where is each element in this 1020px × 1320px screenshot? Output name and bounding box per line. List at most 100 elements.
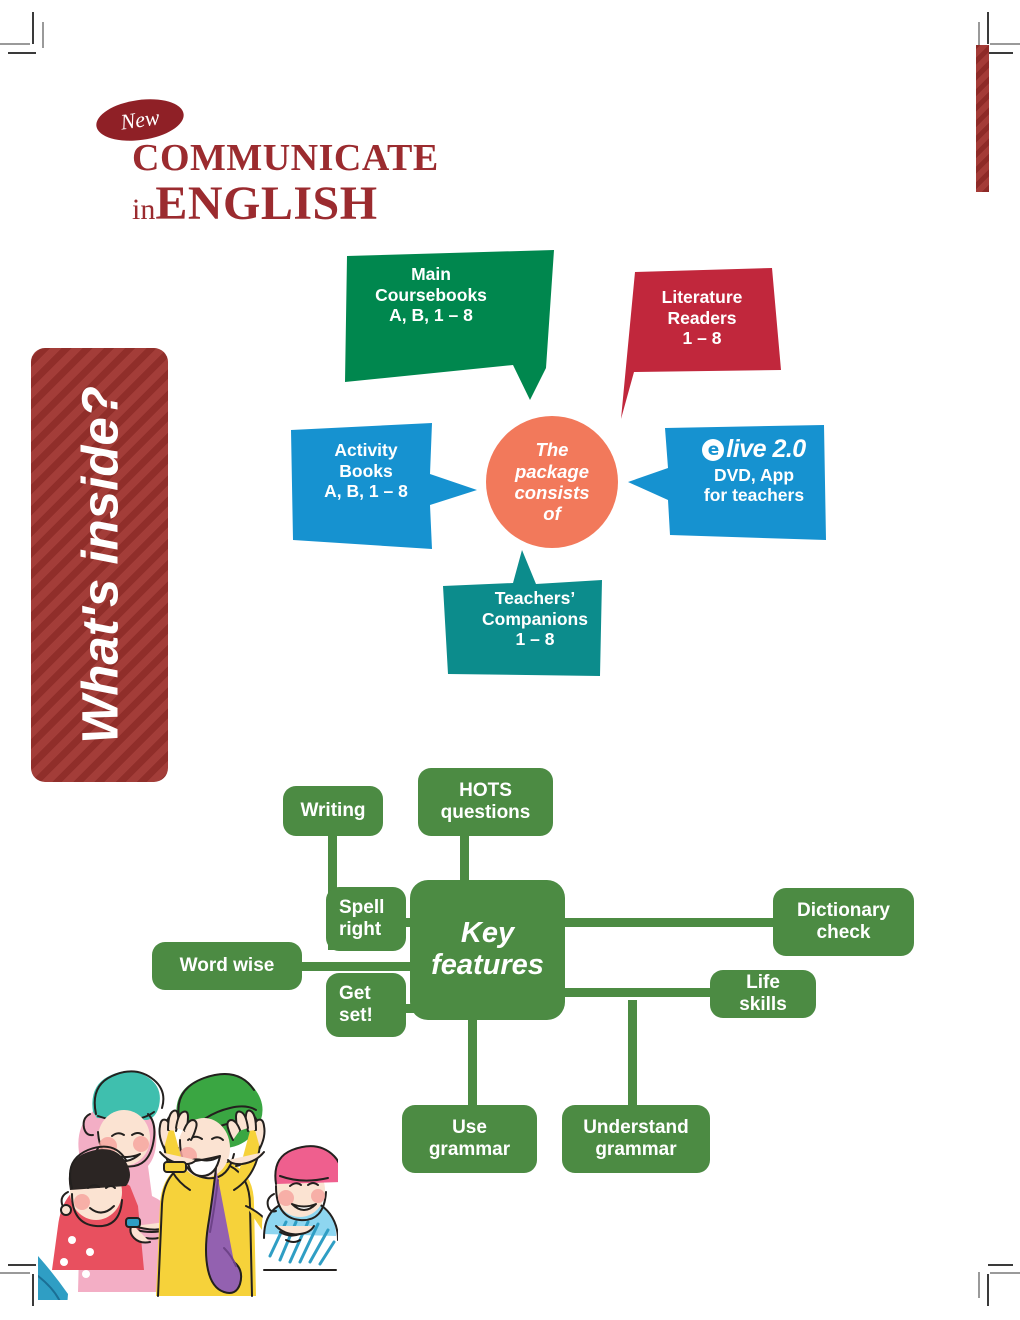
literature-readers-line-2: Readers — [667, 307, 737, 328]
logo-line-in-english: inENGLISH — [132, 176, 378, 231]
main-coursebooks-shape — [345, 250, 554, 400]
activity-books-shape — [291, 423, 477, 549]
crop-mark-br-v2 — [978, 1272, 980, 1298]
family-illustration — [32, 1040, 343, 1320]
hub-line-1: Key — [460, 917, 515, 950]
literature-readers-line-1: Literature — [661, 287, 743, 307]
feature-hots-text: HOTS questions — [441, 780, 531, 825]
whats-inside-tab: What's inside? — [31, 348, 168, 782]
get-set-line-1: Get — [339, 982, 371, 1004]
family-illustration-art — [32, 1070, 343, 1320]
main-coursebooks-label: Main Coursebooks A, B, 1 – 8 — [336, 264, 526, 326]
feature-understand-grammar[interactable]: Understand grammar — [562, 1105, 710, 1173]
key-features-hub: Key features — [410, 880, 565, 1020]
stem-life-skills — [470, 988, 730, 997]
understand-grammar-line-1: Understand — [583, 1116, 689, 1138]
stem-use-grammar — [468, 1000, 477, 1135]
life-skills-line-1: Life skills — [739, 971, 787, 1015]
crop-mark-tl-v2 — [42, 22, 44, 48]
feature-get-set[interactable]: Get set! — [326, 973, 406, 1037]
feature-life-skills-text: Life skills — [723, 972, 803, 1017]
activity-books-label: Activity Books A, B, 1 – 8 — [286, 440, 446, 502]
crop-mark-br-v — [987, 1274, 989, 1306]
crop-mark-tr-h2 — [988, 52, 1013, 54]
brand-logo: New COMMUNICATE inENGLISH — [93, 94, 439, 230]
page-edge-bar — [976, 45, 989, 192]
stem-understand-grammar — [628, 1000, 637, 1135]
feature-dictionary-check[interactable]: Dictionary check — [773, 888, 914, 956]
feature-dictionary-check-text: Dictionary check — [797, 900, 890, 945]
use-grammar-line-2: grammar — [428, 1139, 511, 1160]
teachers-companions-line-3: 1 – 8 — [515, 629, 555, 650]
writing-line-1: Writing — [300, 799, 366, 821]
crop-mark-br-h — [990, 1272, 1020, 1274]
teachers-companions-shape — [443, 550, 602, 676]
feature-spell-right[interactable]: Spell right — [326, 887, 406, 951]
main-coursebooks-line-1: Main — [411, 264, 451, 284]
package-center-text: The package consists of — [514, 439, 589, 525]
main-coursebooks-line-3: A, B, 1 – 8 — [389, 305, 473, 326]
literature-readers-label: Literature Readers 1 – 8 — [622, 287, 782, 349]
activity-books-line-3: A, B, 1 – 8 — [324, 481, 408, 502]
stem-dictionary-check — [470, 918, 800, 927]
dictionary-check-line-1: Dictionary — [797, 899, 890, 921]
feature-use-grammar-text: Use grammar — [429, 1117, 510, 1162]
logo-word-in: in — [132, 193, 156, 226]
feature-use-grammar[interactable]: Use grammar — [402, 1105, 537, 1173]
feature-get-set-text: Get set! — [339, 983, 373, 1028]
crop-mark-bl-v — [32, 1274, 34, 1306]
crop-mark-tl-h — [0, 43, 30, 45]
literature-readers-shape — [621, 268, 781, 419]
stem-writing — [328, 810, 337, 950]
feature-writing-text: Writing — [300, 800, 365, 822]
hots-line-2: questions — [440, 802, 531, 823]
crop-mark-tl-v — [32, 12, 34, 44]
stem-word-wise — [280, 962, 485, 971]
feature-life-skills[interactable]: Life skills — [710, 970, 816, 1018]
get-set-line-2: set! — [339, 1005, 373, 1026]
elive-shape — [628, 425, 826, 540]
understand-grammar-line-2: grammar — [595, 1139, 677, 1160]
center-line-2: package — [514, 460, 590, 482]
spell-right-line-2: right — [339, 919, 382, 940]
crop-mark-br-h2 — [988, 1264, 1013, 1266]
feature-writing[interactable]: Writing — [283, 786, 383, 836]
key-features-diagram: Key features Writing HOTS questions Spel… — [140, 760, 940, 1200]
crop-mark-tr-h — [990, 43, 1020, 45]
elive-line-3: for teachers — [703, 485, 805, 506]
activity-books-line-2: Books — [339, 460, 393, 481]
elive-e-icon: e — [702, 438, 725, 461]
dictionary-check-line-2: check — [816, 922, 871, 943]
logo-word-english: ENGLISH — [155, 177, 378, 230]
center-line-4: of — [543, 503, 561, 525]
center-line-1: The — [535, 439, 569, 461]
word-wise-line-1: Word wise — [179, 954, 275, 976]
main-coursebooks-line-2: Coursebooks — [375, 284, 487, 305]
feature-hots-questions[interactable]: HOTS questions — [418, 768, 553, 836]
use-grammar-line-1: Use — [452, 1116, 487, 1138]
center-line-3: consists — [514, 482, 590, 503]
teachers-companions-label: Teachers’ Companions 1 – 8 — [440, 588, 630, 650]
teachers-companions-line-1: Teachers’ — [494, 588, 576, 608]
feature-word-wise[interactable]: Word wise — [152, 942, 302, 990]
crop-mark-tr-v — [987, 12, 989, 44]
hots-line-1: HOTS — [459, 779, 512, 801]
spell-right-line-1: Spell — [339, 896, 385, 918]
elive-line-2: DVD, App — [713, 464, 795, 485]
hub-line-2: features — [431, 949, 544, 981]
literature-readers-line-3: 1 – 8 — [682, 328, 722, 349]
logo-line-communicate: COMMUNICATE — [132, 137, 439, 179]
crop-mark-bl-h2 — [8, 1264, 36, 1266]
feature-word-wise-text: Word wise — [180, 955, 275, 977]
feature-understand-grammar-text: Understand grammar — [583, 1117, 689, 1162]
elive-brand-text: live 2.0 — [726, 435, 806, 463]
crop-mark-bl-h — [0, 1272, 30, 1274]
package-center-circle: The package consists of — [486, 416, 618, 548]
activity-books-line-1: Activity — [334, 440, 398, 460]
key-features-hub-text: Key features — [431, 917, 544, 982]
